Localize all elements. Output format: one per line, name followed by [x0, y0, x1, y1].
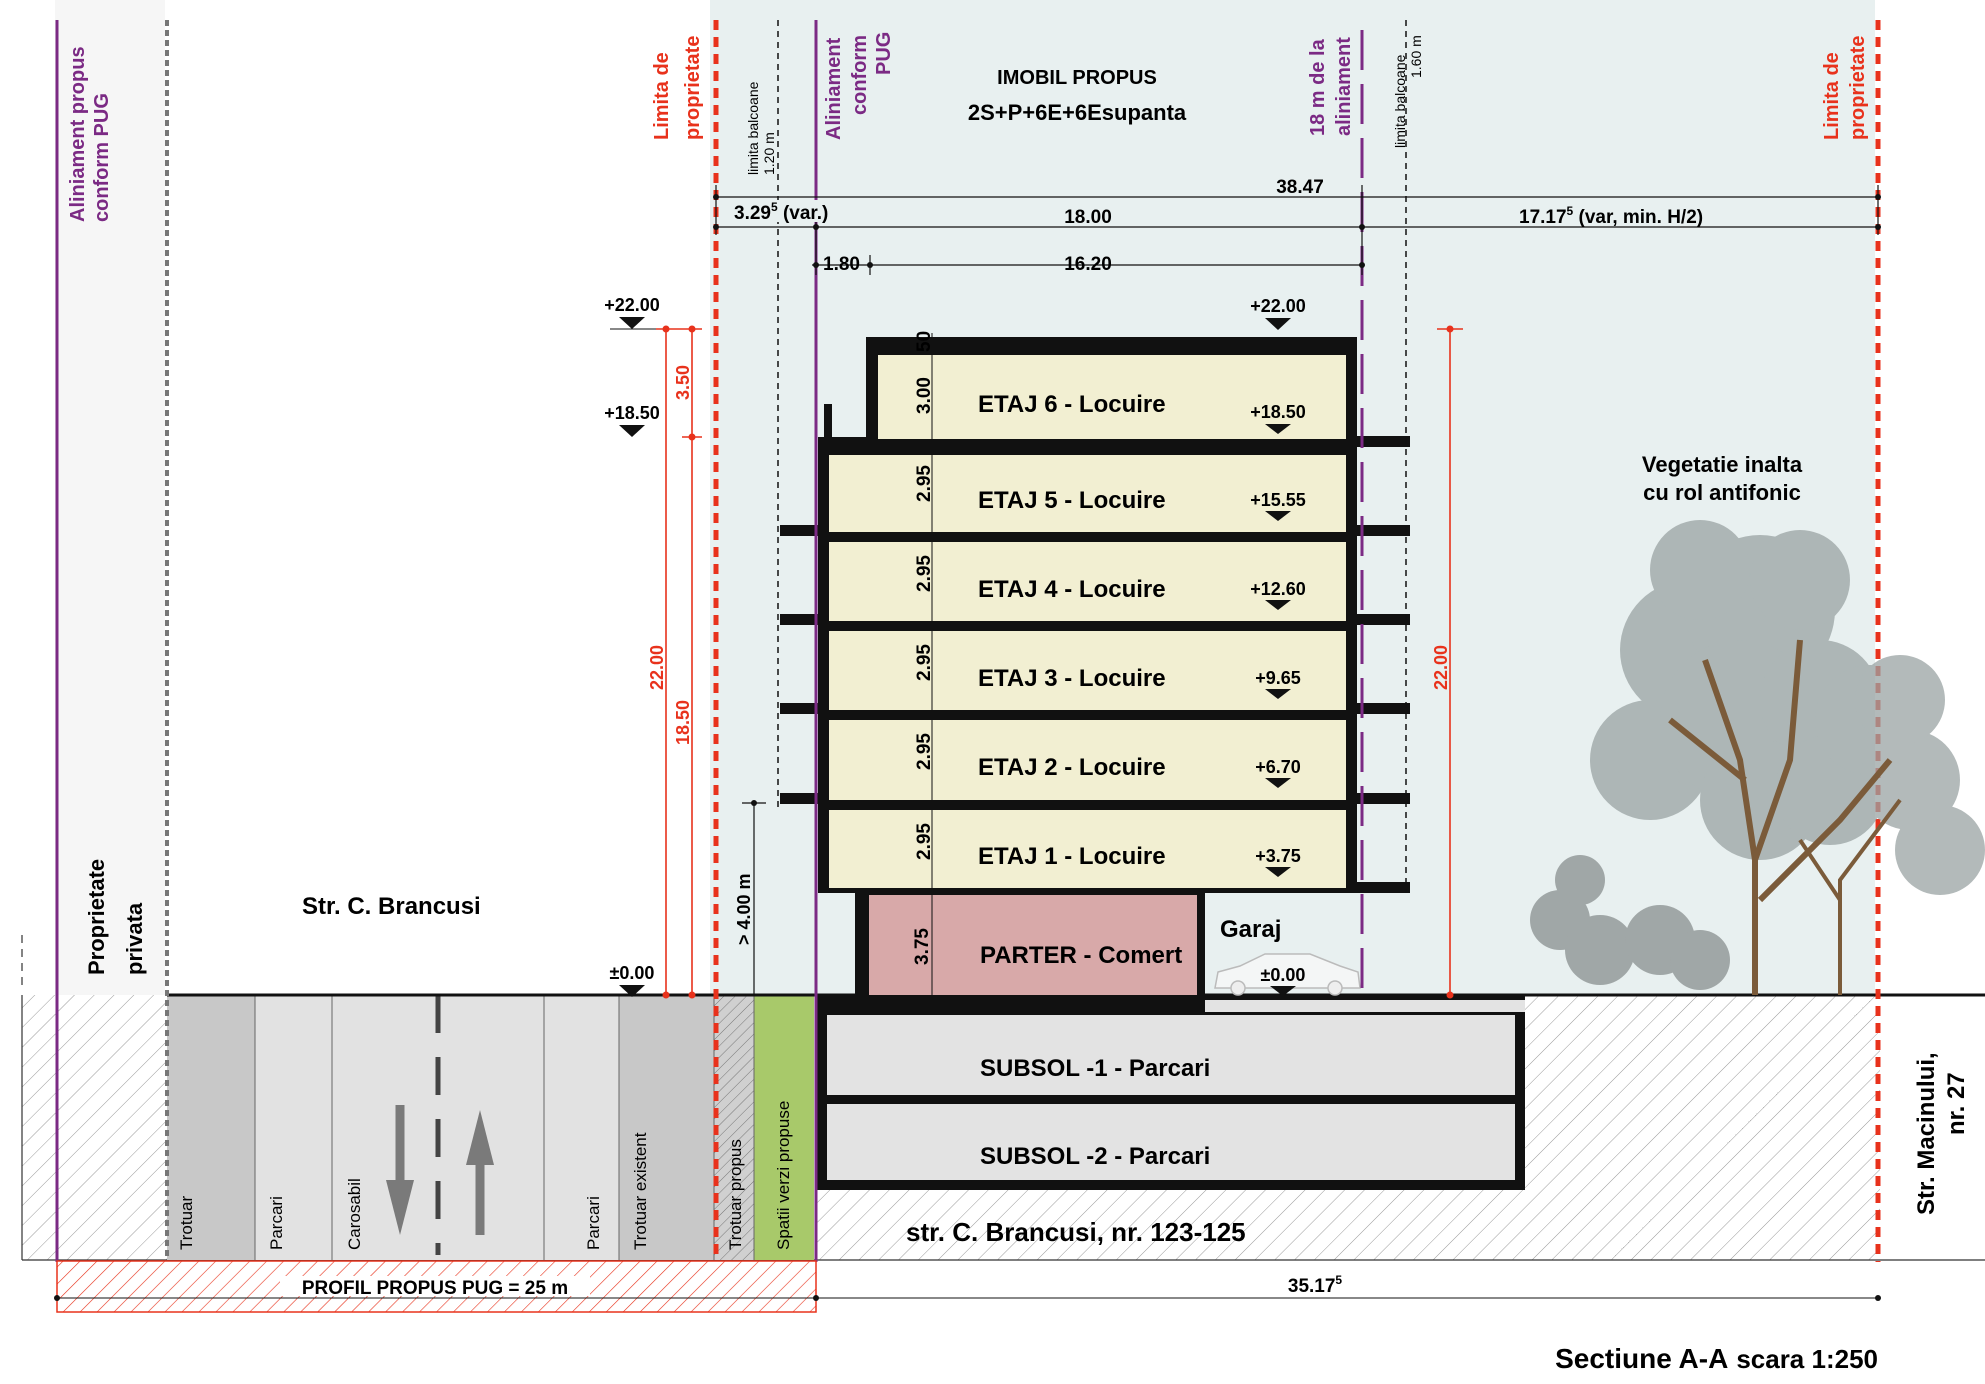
floor-5-label: ETAJ 5 - Locuire — [978, 487, 1166, 514]
floor-5-height: 2.95 — [914, 465, 935, 502]
street-left-label: Str. C. Brancusi — [302, 893, 481, 920]
ground-hatch-right — [1520, 995, 1880, 1260]
road-strip-label: Trotuar propus — [726, 1139, 745, 1250]
floor-1-height: 2.95 — [914, 823, 935, 860]
floor-3-level: +9.65 — [1255, 668, 1301, 688]
road-strip-label: Trotuar existent — [631, 1132, 650, 1250]
dim-mid: 18.00 — [1064, 207, 1112, 228]
aliniament-conform-label-2: conform — [849, 35, 871, 115]
parter-label: PARTER - Comert — [980, 942, 1182, 969]
limita-balcoane-2-label-1: limita balcoane — [1392, 54, 1408, 148]
dim-d1: 1.80 — [823, 254, 860, 275]
floor-4-level: +12.60 — [1250, 579, 1306, 599]
private-property-area — [55, 0, 165, 995]
floor-1-label: ETAJ 1 - Locuire — [978, 843, 1166, 870]
floor-3-label: ETAJ 3 - Locuire — [978, 665, 1166, 692]
street-right-label-2: nr. 27 — [1943, 1072, 1970, 1135]
top-level: +22.00 — [1250, 296, 1306, 316]
floor-4-label: ETAJ 4 - Locuire — [978, 576, 1166, 603]
basement-block — [815, 995, 1525, 1190]
limita-balcoane-1-label-2: 1.20 m — [761, 132, 777, 175]
floor-1-level: +3.75 — [1255, 846, 1301, 866]
road-strip-label: Parcari — [584, 1196, 603, 1250]
road-strip-label: Trotuar — [177, 1195, 196, 1250]
18m-label-1: 18 m de la — [1307, 38, 1329, 136]
floor-2-level: +6.70 — [1255, 757, 1301, 777]
floor-2-label: ETAJ 2 - Locuire — [978, 754, 1166, 781]
left-level-1850: +18.50 — [604, 403, 660, 423]
floor-6-label: ETAJ 6 - Locuire — [978, 391, 1166, 418]
aliniament-pug-label-2: conform PUG — [91, 93, 113, 222]
garaj-level: ±0.00 — [1261, 965, 1306, 985]
limita-right-label-1: Limita de — [1821, 52, 1843, 140]
left-level-2200: +22.00 — [604, 295, 660, 315]
red-dim-22-right: 22.00 — [1431, 645, 1451, 690]
building-subtitle: 2S+P+6E+6Esupanta — [968, 100, 1187, 125]
floor-4-height: 2.95 — [914, 555, 935, 592]
dim-total: 38.47 — [1276, 177, 1324, 198]
parter-height: 3.75 — [912, 928, 933, 965]
dim-d2: 16.20 — [1064, 254, 1112, 275]
site-address: str. C. Brancusi, nr. 123-125 — [906, 1217, 1246, 1247]
road-strip-label: Carosabil — [345, 1178, 364, 1250]
building-block — [818, 337, 1357, 893]
proprietate-label-1: Proprietate — [84, 859, 109, 975]
limita-balcoane-1-label-1: limita balcoane — [745, 81, 761, 175]
top-parapet-dim: 50 — [914, 331, 935, 352]
floor-6-height: 3.00 — [914, 377, 935, 414]
floor-5-level: +15.55 — [1250, 490, 1306, 510]
profil-label: PROFIL PROPUS PUG = 25 m — [302, 1278, 568, 1299]
ground-right-street — [1880, 995, 1985, 1260]
min-height-label: > 4.00 m — [734, 873, 754, 945]
balcony-slabs — [780, 436, 1410, 893]
limita-left-label-2: proprietate — [682, 36, 704, 140]
red-dim-1850: 18.50 — [673, 700, 693, 745]
floor-6-level: +18.50 — [1250, 402, 1306, 422]
garaj-label: Garaj — [1220, 916, 1281, 943]
street-right-label-1: Str. Macinului, — [1913, 1052, 1940, 1215]
limita-left-label-1: Limita de — [651, 52, 673, 140]
aliniament-pug-label-1: Aliniament propus — [67, 46, 89, 222]
18m-label-2: aliniament — [1333, 37, 1355, 136]
road-profile — [167, 995, 814, 1260]
dim-bottom: 35.175 — [1288, 1273, 1343, 1297]
limita-right-label-2: proprietate — [1847, 36, 1869, 140]
floor-3-height: 2.95 — [914, 644, 935, 681]
road-strip-label: Spatii verzi propuse — [774, 1101, 793, 1250]
red-dim-22-left: 22.00 — [647, 645, 667, 690]
building-title: IMOBIL PROPUS — [997, 67, 1157, 89]
profil-band — [56, 1260, 817, 1313]
subsol-2-label: SUBSOL -2 - Parcari — [980, 1143, 1210, 1170]
limita-balcoane-2-label-2: 1.60 m — [1408, 35, 1424, 78]
aliniament-conform-label-1: Aliniament — [823, 37, 845, 140]
proprietate-label-2: privata — [122, 902, 147, 975]
left-level-000: ±0.00 — [610, 963, 655, 983]
ground-hatch-left — [22, 995, 167, 1260]
tree-icon — [1530, 520, 1985, 995]
vegetatie-label-2: cu rol antifonic — [1643, 480, 1801, 505]
parter-room — [869, 895, 1197, 995]
dim-left: 3.295 (var.) — [734, 200, 828, 224]
aliniament-conform-label-3: PUG — [873, 32, 895, 75]
car-icon — [1214, 953, 1361, 996]
road-strip-label: Parcari — [267, 1196, 286, 1250]
dim-right: 17.175 (var, min. H/2) — [1519, 204, 1703, 228]
floor-2-height: 2.95 — [914, 733, 935, 770]
red-dim-350: 3.50 — [673, 365, 693, 400]
vegetatie-label-1: Vegetatie inalta — [1642, 452, 1803, 477]
subsol-1-label: SUBSOL -1 - Parcari — [980, 1055, 1210, 1082]
